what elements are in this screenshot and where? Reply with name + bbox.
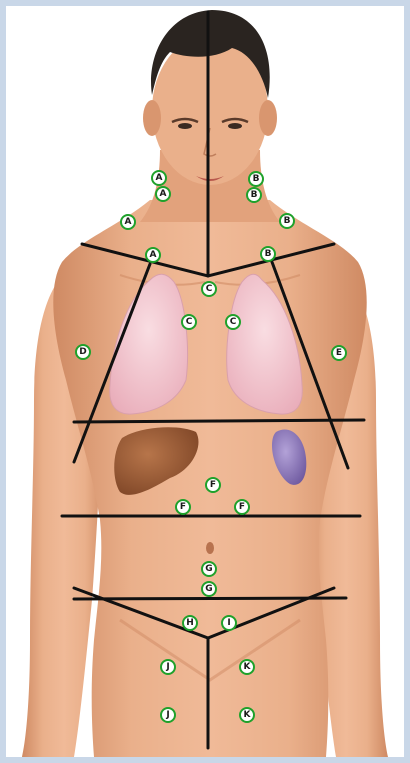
region-marker-c: C	[182, 315, 196, 329]
marker-label: A	[160, 189, 167, 199]
region-marker-g: G	[202, 582, 216, 596]
region-marker-f: F	[235, 500, 249, 514]
region-marker-c: C	[202, 282, 216, 296]
body-silhouette	[22, 10, 388, 757]
costal-line	[74, 420, 364, 422]
region-marker-k: K	[240, 660, 254, 674]
marker-label: B	[265, 249, 272, 259]
marker-label: A	[150, 250, 157, 260]
marker-label: C	[230, 317, 237, 327]
marker-label: K	[244, 710, 252, 720]
region-marker-h: H	[183, 616, 197, 630]
marker-label: F	[210, 480, 216, 490]
marker-label: D	[79, 347, 86, 357]
navel	[206, 542, 214, 554]
region-marker-d: D	[76, 345, 90, 359]
marker-label: E	[336, 348, 342, 358]
marker-label: G	[205, 584, 212, 594]
marker-label: B	[253, 174, 260, 184]
region-marker-a: A	[146, 248, 160, 262]
region-marker-j: J	[161, 660, 175, 674]
marker-label: A	[156, 173, 163, 183]
region-marker-b: B	[247, 188, 261, 202]
region-marker-b: B	[261, 247, 275, 261]
marker-label: G	[205, 564, 212, 574]
region-marker-f: F	[176, 500, 190, 514]
marker-label: I	[227, 618, 230, 628]
marker-label: B	[284, 216, 291, 226]
region-marker-c: C	[226, 315, 240, 329]
marker-label: A	[125, 217, 132, 227]
marker-label: C	[186, 317, 193, 327]
region-marker-f: F	[206, 478, 220, 492]
marker-label: K	[244, 662, 252, 672]
region-marker-i: I	[222, 616, 236, 630]
marker-label: B	[251, 190, 258, 200]
region-marker-b: B	[280, 214, 294, 228]
marker-label: J	[165, 710, 169, 720]
marker-label: F	[180, 502, 186, 512]
region-marker-k: K	[240, 708, 254, 722]
region-marker-a: A	[156, 187, 170, 201]
marker-label: J	[165, 662, 169, 672]
region-marker-j: J	[161, 708, 175, 722]
marker-label: C	[206, 284, 213, 294]
region-marker-b: B	[249, 172, 263, 186]
region-marker-a: A	[121, 215, 135, 229]
marker-label: H	[186, 618, 194, 628]
marker-label: F	[239, 502, 245, 512]
region-marker-e: E	[332, 346, 346, 360]
region-marker-a: A	[152, 171, 166, 185]
region-marker-g: G	[202, 562, 216, 576]
